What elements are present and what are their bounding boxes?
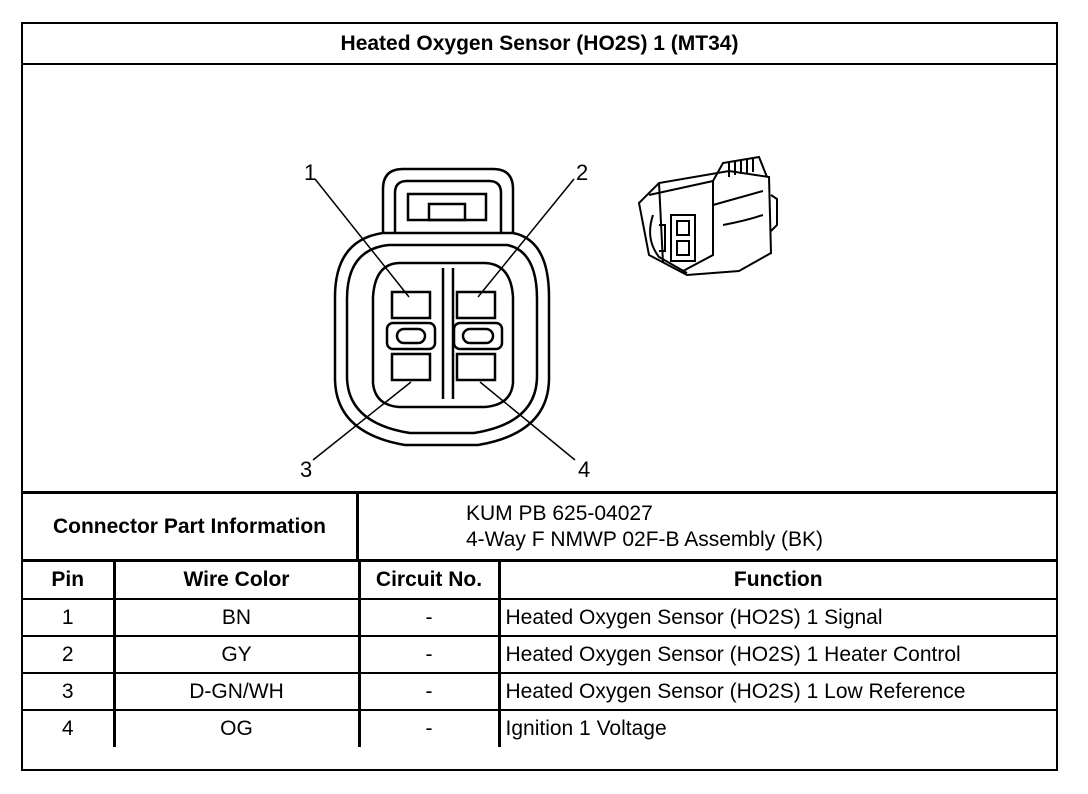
- cell-wire-color: GY: [113, 635, 361, 674]
- pin-callout-1: 1: [304, 160, 316, 185]
- table-row: 1 BN - Heated Oxygen Sensor (HO2S) 1 Sig…: [23, 598, 1056, 637]
- connector-sheet: Heated Oxygen Sensor (HO2S) 1 (MT34): [21, 22, 1058, 771]
- connector-description: 4-Way F NMWP 02F-B Assembly (BK): [466, 527, 824, 551]
- connector-part-info-values: KUM PB 625-04027 4-Way F NMWP 02F-B Asse…: [359, 494, 1056, 559]
- pin-leader-lines: [312, 178, 576, 461]
- pin-callout-2: 2: [576, 160, 588, 185]
- cell-circuit-number: -: [358, 598, 501, 637]
- connector-part-info-label: Connector Part Information: [23, 494, 359, 559]
- pinout-header-row: Pin Wire Color Circuit No. Function: [23, 562, 1056, 600]
- cell-circuit-number: -: [358, 709, 501, 747]
- pinout-table: Pin Wire Color Circuit No. Function 1 BN…: [23, 562, 1056, 747]
- cell-wire-color: D-GN/WH: [113, 672, 361, 711]
- header-circuit-number: Circuit No.: [358, 562, 501, 600]
- page-title: Heated Oxygen Sensor (HO2S) 1 (MT34): [23, 24, 1056, 65]
- table-row: 4 OG - Ignition 1 Voltage: [23, 709, 1056, 747]
- cell-function: Heated Oxygen Sensor (HO2S) 1 Signal: [498, 598, 1056, 637]
- header-wire-color: Wire Color: [113, 562, 361, 600]
- connector-3d-view: [637, 155, 778, 277]
- connector-face: [333, 167, 551, 447]
- connector-face-drawing: 1 2 3 4: [300, 155, 778, 482]
- cell-wire-color: BN: [113, 598, 361, 637]
- cell-pin: 1: [23, 598, 116, 637]
- connector-diagram: 1 2 3 4: [23, 65, 1056, 494]
- cell-pin: 3: [23, 672, 116, 711]
- cell-pin: 2: [23, 635, 116, 674]
- header-pin: Pin: [23, 562, 116, 600]
- connector-part-info: Connector Part Information KUM PB 625-04…: [23, 494, 1056, 562]
- connector-part-number: KUM PB 625-04027: [466, 501, 653, 525]
- cell-circuit-number: -: [358, 672, 501, 711]
- cell-wire-color: OG: [113, 709, 361, 747]
- cell-function: Heated Oxygen Sensor (HO2S) 1 Low Refere…: [498, 672, 1056, 711]
- table-row: 3 D-GN/WH - Heated Oxygen Sensor (HO2S) …: [23, 672, 1056, 711]
- pin-callout-3: 3: [300, 457, 312, 482]
- header-function: Function: [498, 562, 1056, 600]
- pin-callout-4: 4: [578, 457, 590, 482]
- cell-circuit-number: -: [358, 635, 501, 674]
- cell-function: Ignition 1 Voltage: [498, 709, 1056, 747]
- cell-function: Heated Oxygen Sensor (HO2S) 1 Heater Con…: [498, 635, 1056, 674]
- cell-pin: 4: [23, 709, 116, 747]
- table-row: 2 GY - Heated Oxygen Sensor (HO2S) 1 Hea…: [23, 635, 1056, 674]
